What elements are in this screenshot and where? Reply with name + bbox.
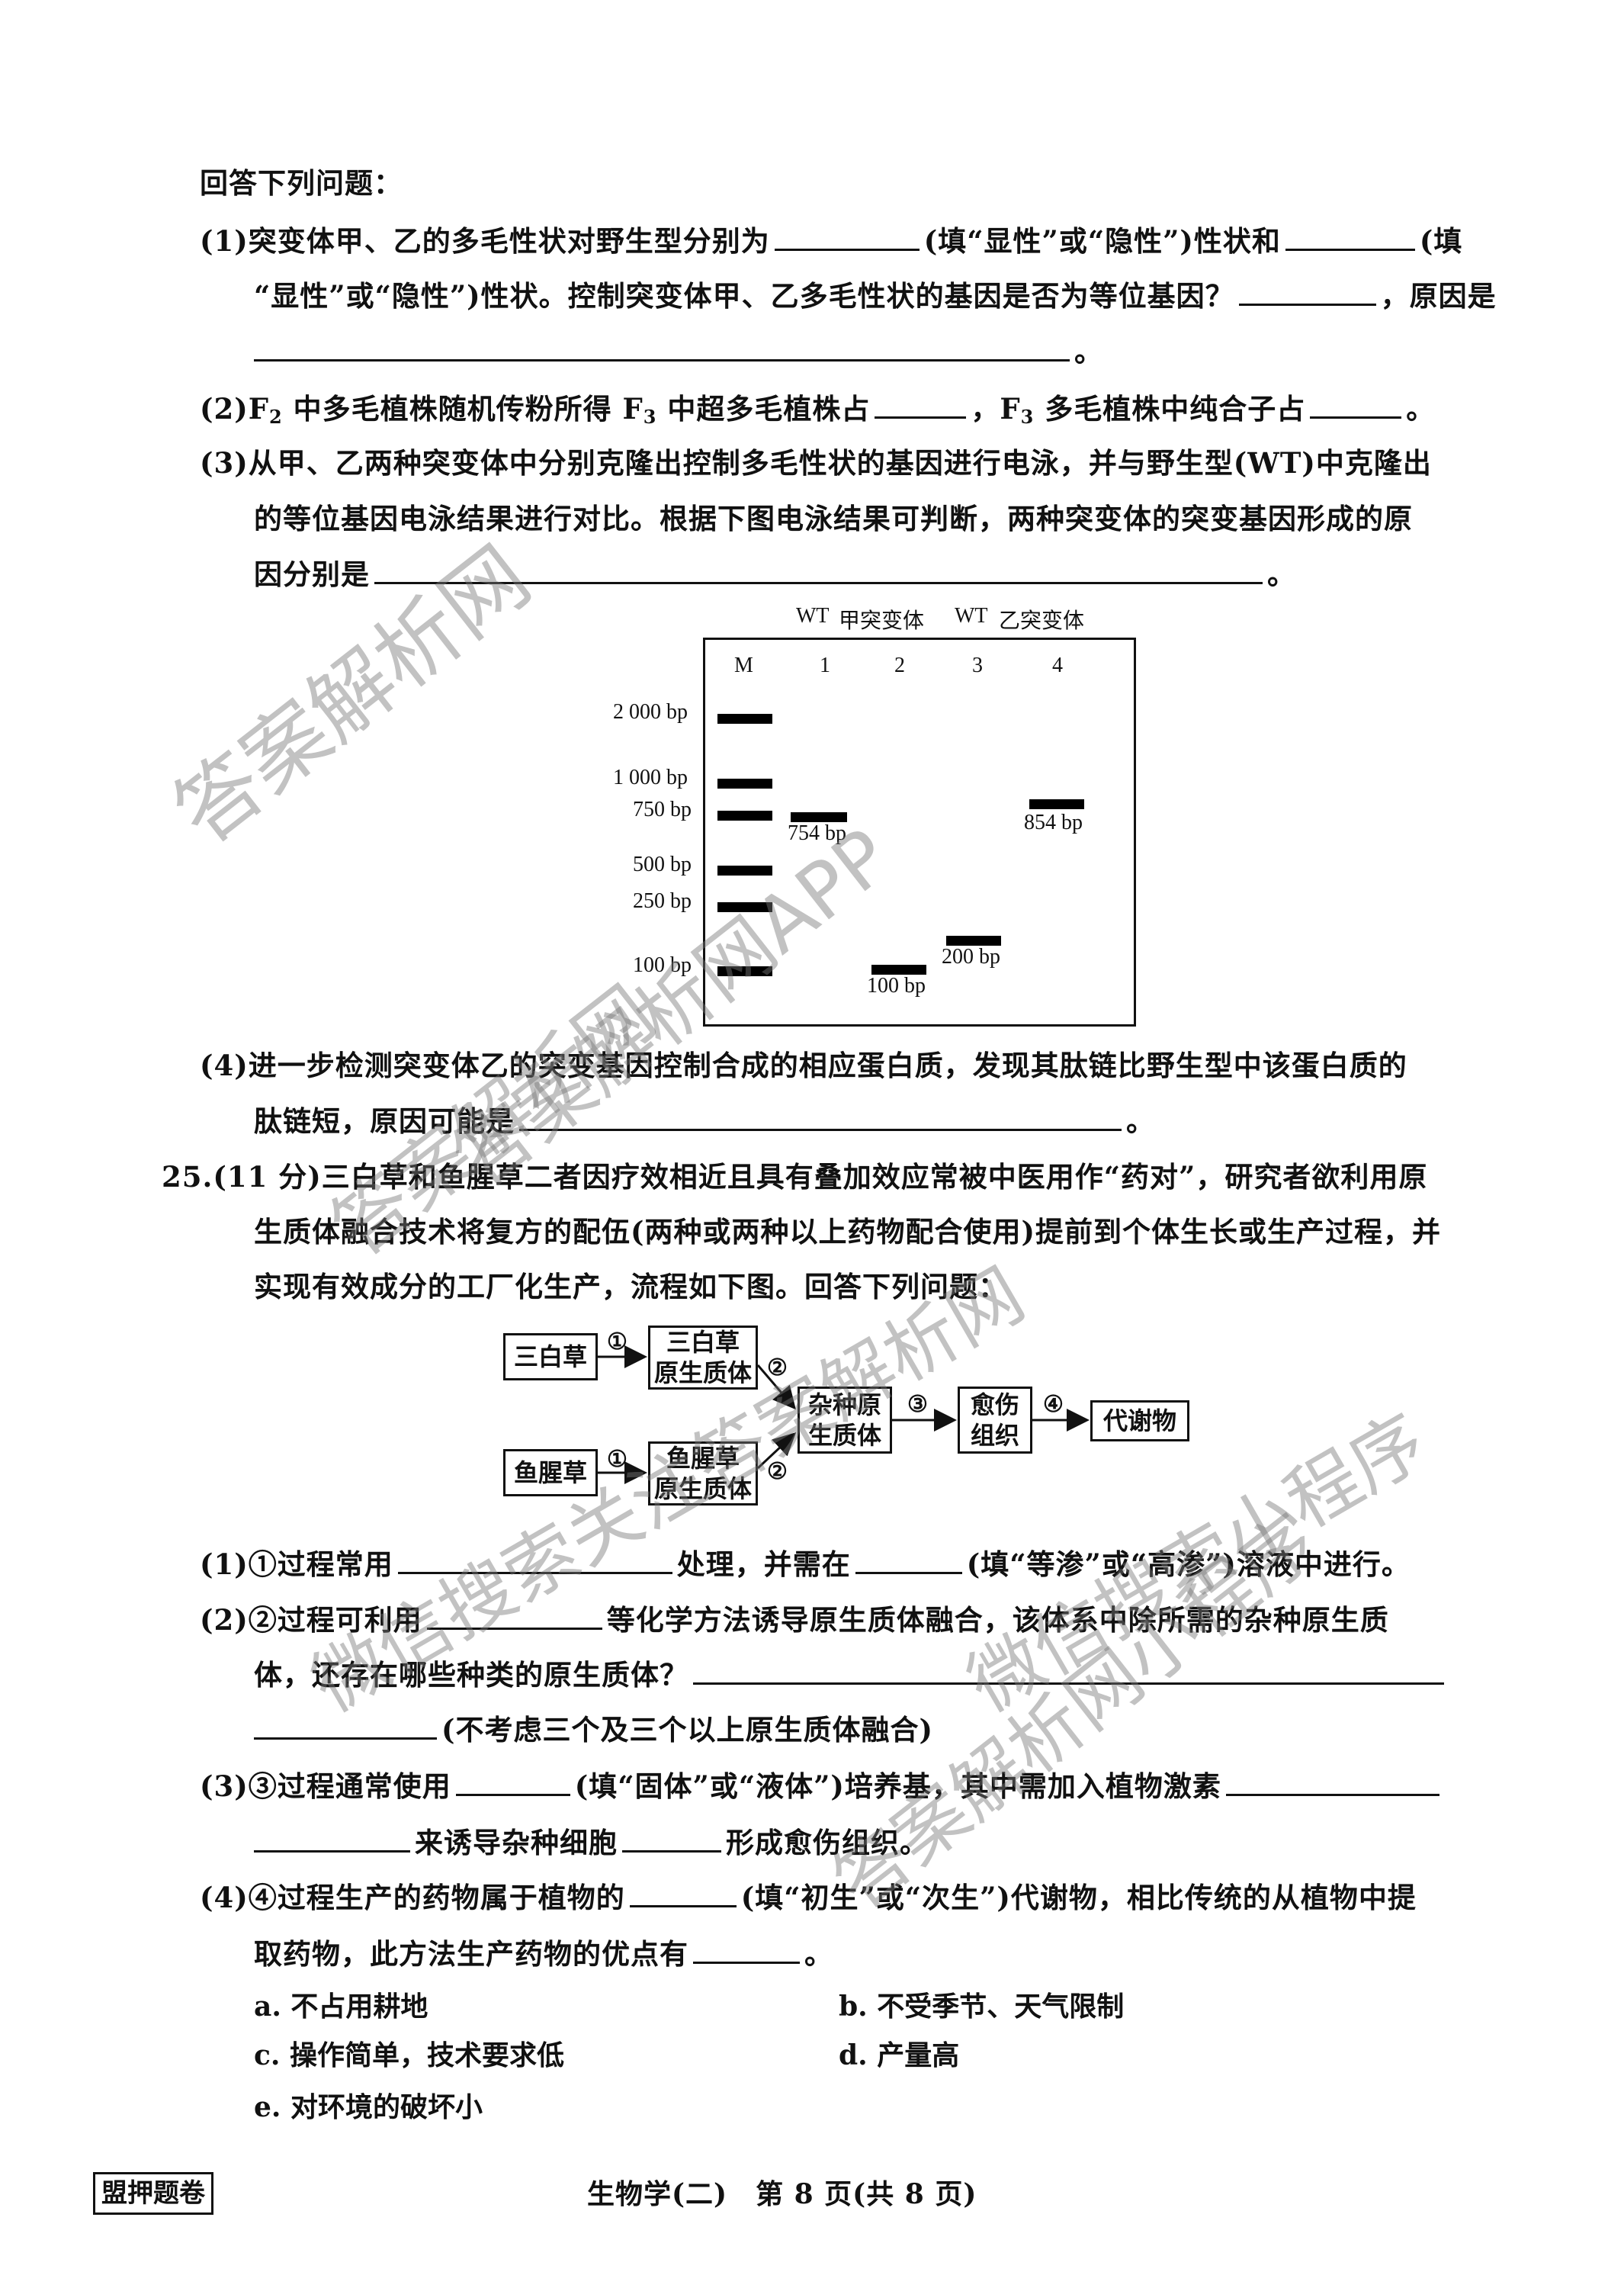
answer-blank[interactable] [254,332,1070,362]
step-label: ② [767,1354,788,1381]
q25-stem-line3: 实现有效成分的工厂化生产，流程如下图。回答下列问题： [254,1270,1007,1303]
step-label: ① [607,1329,627,1355]
option-b[interactable]: b. 不受季节、天气限制 [839,1991,1125,2023]
sample-band-lane4 [1029,799,1084,809]
answer-blank[interactable] [1285,221,1415,251]
q25-part3-line2: 来诱导杂种细胞形成愈伤组织。 [254,1823,929,1862]
q24-intro: 回答下列问题： [200,166,403,200]
lane-label: 1 [820,654,830,677]
marker-label: 1 000 bp [613,766,688,789]
marker-label: 750 bp [633,798,692,821]
q25-part2-line1: (2)②过程可利用等化学方法诱导原生质体融合，该体系中除所需的杂种原生质 [200,1600,1389,1639]
gel-top-label: WT [955,604,988,628]
gel-top-label: WT [796,604,830,628]
answer-blank[interactable] [397,1544,672,1574]
box-yuxingcao: 鱼腥草 [503,1449,598,1496]
q24-part1-line1: (1)突变体甲、乙的多毛性状对野生型分别为(填“显性”或“隐性”)性状和(填 [200,221,1462,260]
lane-label: M [734,654,753,677]
answer-blank[interactable] [254,1710,437,1740]
gel-image: M 1 2 3 4 754 bp 100 bp 200 bp 854 bp [703,638,1136,1027]
marker-label: 500 bp [633,853,692,876]
step-label: ④ [1043,1391,1064,1418]
answer-blank[interactable] [629,1878,737,1907]
marker-band [717,714,772,724]
exam-stamp: 盟押题卷 [93,2172,213,2215]
q24-part3-line2: 的等位基因电泳结果进行对比。根据下图电泳结果可判断，两种突变体的突变基因形成的原 [254,502,1413,535]
lane-label: 4 [1052,654,1063,677]
box-callus: 愈伤 组织 [958,1387,1032,1454]
sample-band-lane2 [871,965,926,975]
marker-band [717,902,772,912]
option-c[interactable]: c. 操作简单，技术要求低 [254,2039,564,2071]
lane-label: 2 [894,654,905,677]
band-label: 754 bp [788,821,846,845]
sample-band-lane3 [946,936,1001,946]
q25-part3-line1: (3)③过程通常使用(填“固体”或“液体”)培养基，其中需加入植物激素 [200,1766,1444,1805]
gel-top-label: 乙突变体 [999,609,1085,633]
q24-part4-line2: 肽链短，原因可能是。 [254,1101,1155,1140]
q24-part3-line3: 因分别是。 [254,554,1296,593]
marker-band [717,866,772,876]
box-yuxingcao-protoplast: 鱼腥草 原生质体 [648,1441,758,1506]
answer-blank[interactable] [875,389,967,419]
marker-band [717,811,772,821]
q24-part2: (2)F2 中多毛植株随机传粉所得 F3 中超多毛植株占，F3 多毛植株中纯合子… [200,389,1435,436]
box-sanbaicao: 三白草 [503,1333,598,1380]
box-hybrid-protoplast: 杂种原 生质体 [798,1387,892,1454]
answer-blank[interactable] [1310,389,1402,419]
answer-blank[interactable] [1238,276,1376,306]
q24-part1-line2: “显性”或“隐性”)性状。控制突变体甲、乙多毛性状的基因是否为等位基因？，原因是 [254,276,1497,315]
page-number: 生物学(二) 第 8 页(共 8 页) [587,2178,977,2210]
step-label: ② [767,1458,788,1485]
q25-part1: (1)①过程常用处理，并需在(填“等渗”或“高渗”)溶液中进行。 [200,1544,1411,1583]
marker-band [717,779,772,789]
q24-part4-line1: (4)进一步检测突变体乙的突变基因控制合成的相应蛋白质，发现其肽链比野生型中该蛋… [200,1049,1407,1082]
q25-part2-line2: 体，还存在哪些种类的原生质体？ [254,1655,1449,1694]
marker-label: 250 bp [633,889,692,913]
option-a[interactable]: a. 不占用耕地 [254,1991,428,2023]
marker-label: 2 000 bp [613,700,688,724]
band-label: 100 bp [867,974,926,998]
answer-blank[interactable] [426,1600,602,1630]
q25-stem-line2: 生质体融合技术将复方的配伍(两种或两种以上药物配合使用)提前到个体生长或生产过程… [254,1215,1442,1248]
box-sanbaicao-protoplast: 三白草 原生质体 [648,1326,758,1390]
answer-blank[interactable] [374,554,1263,584]
q25-part2-line3: (不考虑三个及三个以上原生质体融合) [254,1710,933,1749]
q24-part1-line3: 。 [254,332,1103,371]
answer-blank[interactable] [455,1766,570,1796]
answer-blank[interactable] [254,1823,410,1853]
option-e[interactable]: e. 对环境的破坏小 [254,2091,483,2123]
q24-part3-line1: (3)从甲、乙两种突变体中分别克隆出控制多毛性状的基因进行电泳，并与野生型(WT… [200,446,1432,480]
answer-blank[interactable] [519,1101,1122,1131]
answer-blank[interactable] [1225,1766,1439,1796]
answer-blank[interactable] [774,221,920,251]
step-label: ③ [907,1391,928,1418]
answer-blank[interactable] [693,1655,1444,1685]
answer-blank[interactable] [622,1823,721,1853]
step-label: ① [607,1446,627,1473]
q25-stem-line1: 25.(11 分)三白草和鱼腥草二者因疗效相近且具有叠加效应常被中医用作“药对”… [162,1160,1428,1194]
q25-part4-line1: (4)④过程生产的药物属于植物的(填“初生”或“次生”)代谢物，相比传统的从植物… [200,1878,1417,1917]
answer-blank[interactable] [855,1544,962,1574]
answer-blank[interactable] [693,1934,800,1964]
band-label: 200 bp [942,945,1000,969]
option-d[interactable]: d. 产量高 [839,2039,960,2071]
q25-part4-line2: 取药物，此方法生产药物的优点有。 [254,1934,833,1973]
gel-top-label: 甲突变体 [839,609,925,633]
lane-label: 3 [972,654,983,677]
band-label: 854 bp [1024,811,1083,834]
marker-band [717,966,772,976]
marker-label: 100 bp [633,953,692,977]
box-metabolite: 代谢物 [1090,1400,1189,1441]
sample-band-lane1 [791,812,847,822]
